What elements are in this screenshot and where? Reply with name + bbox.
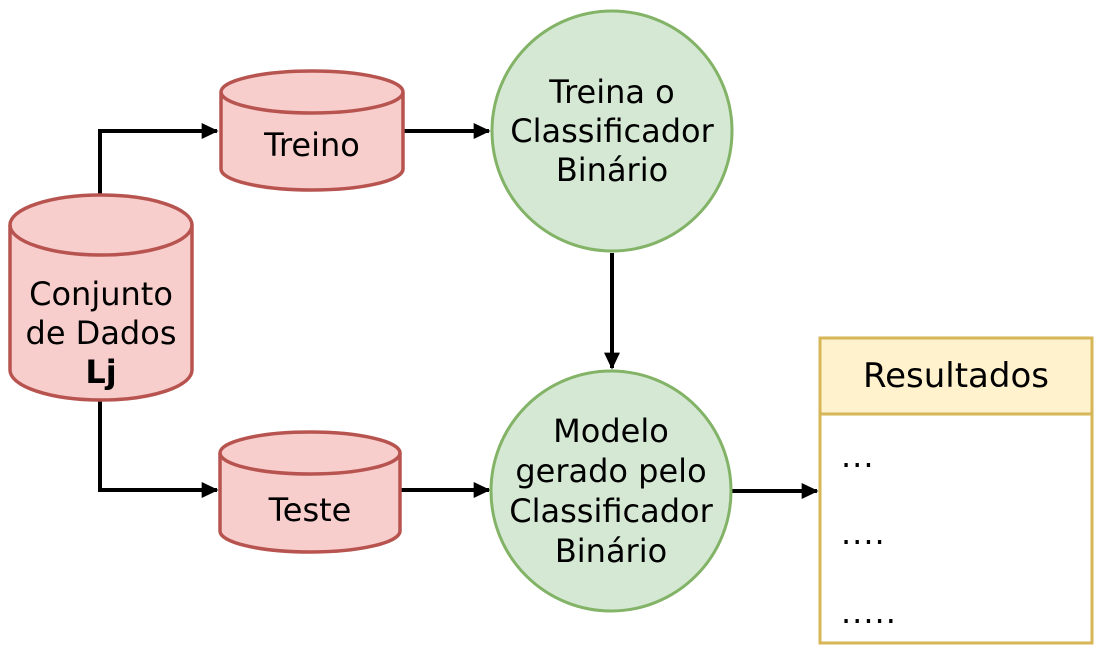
treino-label: Treino	[222, 126, 402, 165]
results-box	[818, 336, 1094, 645]
dataset-label-line-1: Conjunto	[29, 275, 173, 313]
dataset-label: Conjunto de Dados Lj	[6, 275, 196, 392]
results-box-header	[818, 336, 1094, 416]
dataset-label-line-2: de Dados	[25, 314, 177, 352]
results-item-3: .....	[841, 593, 897, 631]
results-item-2: ....	[841, 514, 886, 552]
arrow-dataset-to-teste	[98, 401, 219, 498]
train-classifier-label: Treina o Classificador Binário	[492, 73, 732, 190]
teste-cylinder	[218, 430, 402, 554]
arrow-dataset-to-treino	[98, 123, 219, 194]
teste-label-text: Teste	[268, 491, 352, 529]
treino-cylinder-rim	[219, 91, 405, 115]
train-classifier-line-3: Binário	[555, 151, 669, 189]
dataset-cylinder-rim	[8, 224, 194, 257]
teste-label: Teste	[220, 491, 400, 530]
model-label: Modelo gerado pelo Classificador Binário	[491, 411, 731, 571]
results-title: Resultados	[863, 356, 1049, 396]
train-classifier-line-2: Classificador	[510, 112, 714, 150]
dataset-label-line-3: Lj	[85, 353, 117, 391]
model-label-line-2: gerado pelo	[515, 452, 707, 490]
treino-cylinder-body	[219, 69, 405, 192]
treino-label-text: Treino	[264, 126, 360, 164]
treino-cylinder	[219, 69, 405, 192]
dataset-cylinder	[8, 193, 194, 402]
teste-cylinder-rim	[218, 452, 402, 476]
dataset-cylinder-body	[8, 193, 194, 402]
results-item-1: ...	[841, 437, 875, 475]
teste-cylinder-body	[218, 430, 402, 554]
model-label-line-1: Modelo	[553, 412, 669, 450]
train-classifier-line-1: Treina o	[549, 73, 675, 111]
results-box-body	[818, 412, 1094, 645]
model-label-line-4: Binário	[554, 532, 668, 570]
model-label-line-3: Classificador	[509, 492, 713, 530]
model-circle	[489, 369, 733, 613]
train-classifier-circle	[490, 9, 734, 253]
